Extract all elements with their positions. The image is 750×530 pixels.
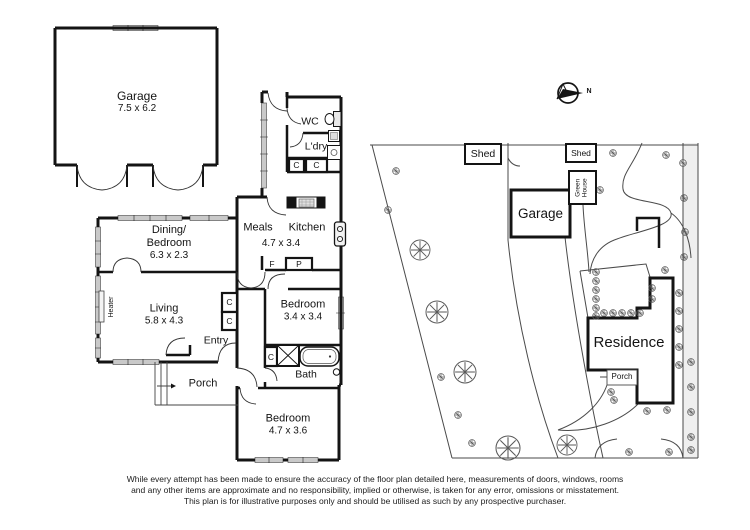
greenhouse-line2: House (581, 178, 589, 197)
tree-icons (409, 239, 578, 461)
door-arcs (76, 92, 304, 405)
wc-label: WC (301, 115, 319, 128)
stove-icon (333, 221, 347, 247)
heater-label: Heater (107, 296, 115, 318)
compass-north-label: N (586, 87, 592, 95)
shower-icon (276, 344, 300, 367)
entry-label: Entry (203, 334, 229, 347)
porch-label: Porch (188, 377, 218, 390)
bedroom-bottom-label: Bedroom 4.7 x 3.6 (266, 412, 311, 437)
pantry-label: P (296, 258, 302, 269)
heater-unit (98, 290, 105, 323)
disclaimer-line2: and any other items are approximate and … (131, 485, 619, 495)
closet-label: C (267, 351, 275, 362)
site-retaining-wall (635, 216, 661, 248)
closet-label: C (313, 159, 320, 170)
site-plan (370, 82, 699, 461)
bedroom-bottom-dims: 4.7 x 3.6 (268, 425, 308, 437)
site-right-path (683, 143, 698, 458)
disclaimer-line3: This plan is for illustrative purposes o… (183, 496, 567, 506)
toilet-icon (324, 111, 342, 127)
closet-label: C (293, 159, 300, 170)
disclaimer-line1: While every attempt has been made to ens… (126, 474, 624, 484)
bathtub-icon (299, 346, 340, 367)
kitchen-bench (286, 196, 326, 209)
dining-line1: Dining/ (151, 223, 187, 236)
washing-machine-icon (328, 130, 340, 142)
closet-label: C (226, 315, 233, 326)
closet-label: C (226, 296, 233, 307)
garage-room-label: Garage 7.5 x 6.2 (117, 89, 157, 115)
greenhouse-box: Green House (568, 170, 597, 205)
garage-door-jambs (76, 165, 204, 187)
basin-icon (332, 368, 341, 376)
bedroom-bottom-name: Bedroom (265, 412, 311, 425)
shed-right-box: Shed (565, 143, 597, 163)
greenhouse-label: Green House (575, 178, 590, 197)
porch-site-outline (606, 369, 638, 386)
porch-site-label: Porch (611, 372, 633, 382)
living-room-label: Living 5.8 x 4.3 (145, 302, 183, 327)
bedroom-mid-label: Bedroom 3.4 x 3.4 (281, 298, 326, 323)
garage-room-name: Garage (116, 88, 158, 103)
garage-room-dims: 7.5 x 6.2 (117, 103, 157, 115)
fridge-label: F (269, 258, 275, 269)
dining-line2: Bedroom (146, 237, 192, 249)
compass-icon (556, 82, 583, 104)
porch-steps (154, 362, 238, 406)
shed-left-label: Shed (470, 148, 496, 160)
meals-kitchen-dims: 4.7 x 3.4 (261, 238, 301, 249)
laundry-label: L'dry (304, 140, 328, 153)
site-boundary (370, 143, 699, 459)
garage-site-label: Garage (517, 205, 564, 221)
bedroom-mid-name: Bedroom (280, 298, 326, 311)
sink-icon (298, 198, 315, 208)
living-dims: 5.8 x 4.3 (144, 315, 184, 327)
bath-label: Bath (295, 368, 317, 381)
floor-plan (53, 25, 347, 463)
bedroom-mid-dims: 3.4 x 3.4 (283, 311, 323, 323)
dining-room-label: Dining/ Bedroom 6.3 x 2.3 (147, 224, 192, 262)
meals-label: Meals (243, 221, 273, 234)
laundry-trough-icon (327, 145, 341, 160)
dining-dims: 6.3 x 2.3 (149, 250, 189, 262)
disclaimer: While every attempt has been made to ens… (0, 474, 750, 507)
living-name: Living (149, 302, 179, 315)
shed-right-label: Shed (571, 148, 591, 158)
kitchen-label: Kitchen (288, 221, 326, 234)
closet-boxes (220, 157, 329, 368)
shed-left-box: Shed (464, 143, 502, 165)
garage-site-outline (509, 188, 572, 239)
residence-label: Residence (593, 334, 665, 351)
